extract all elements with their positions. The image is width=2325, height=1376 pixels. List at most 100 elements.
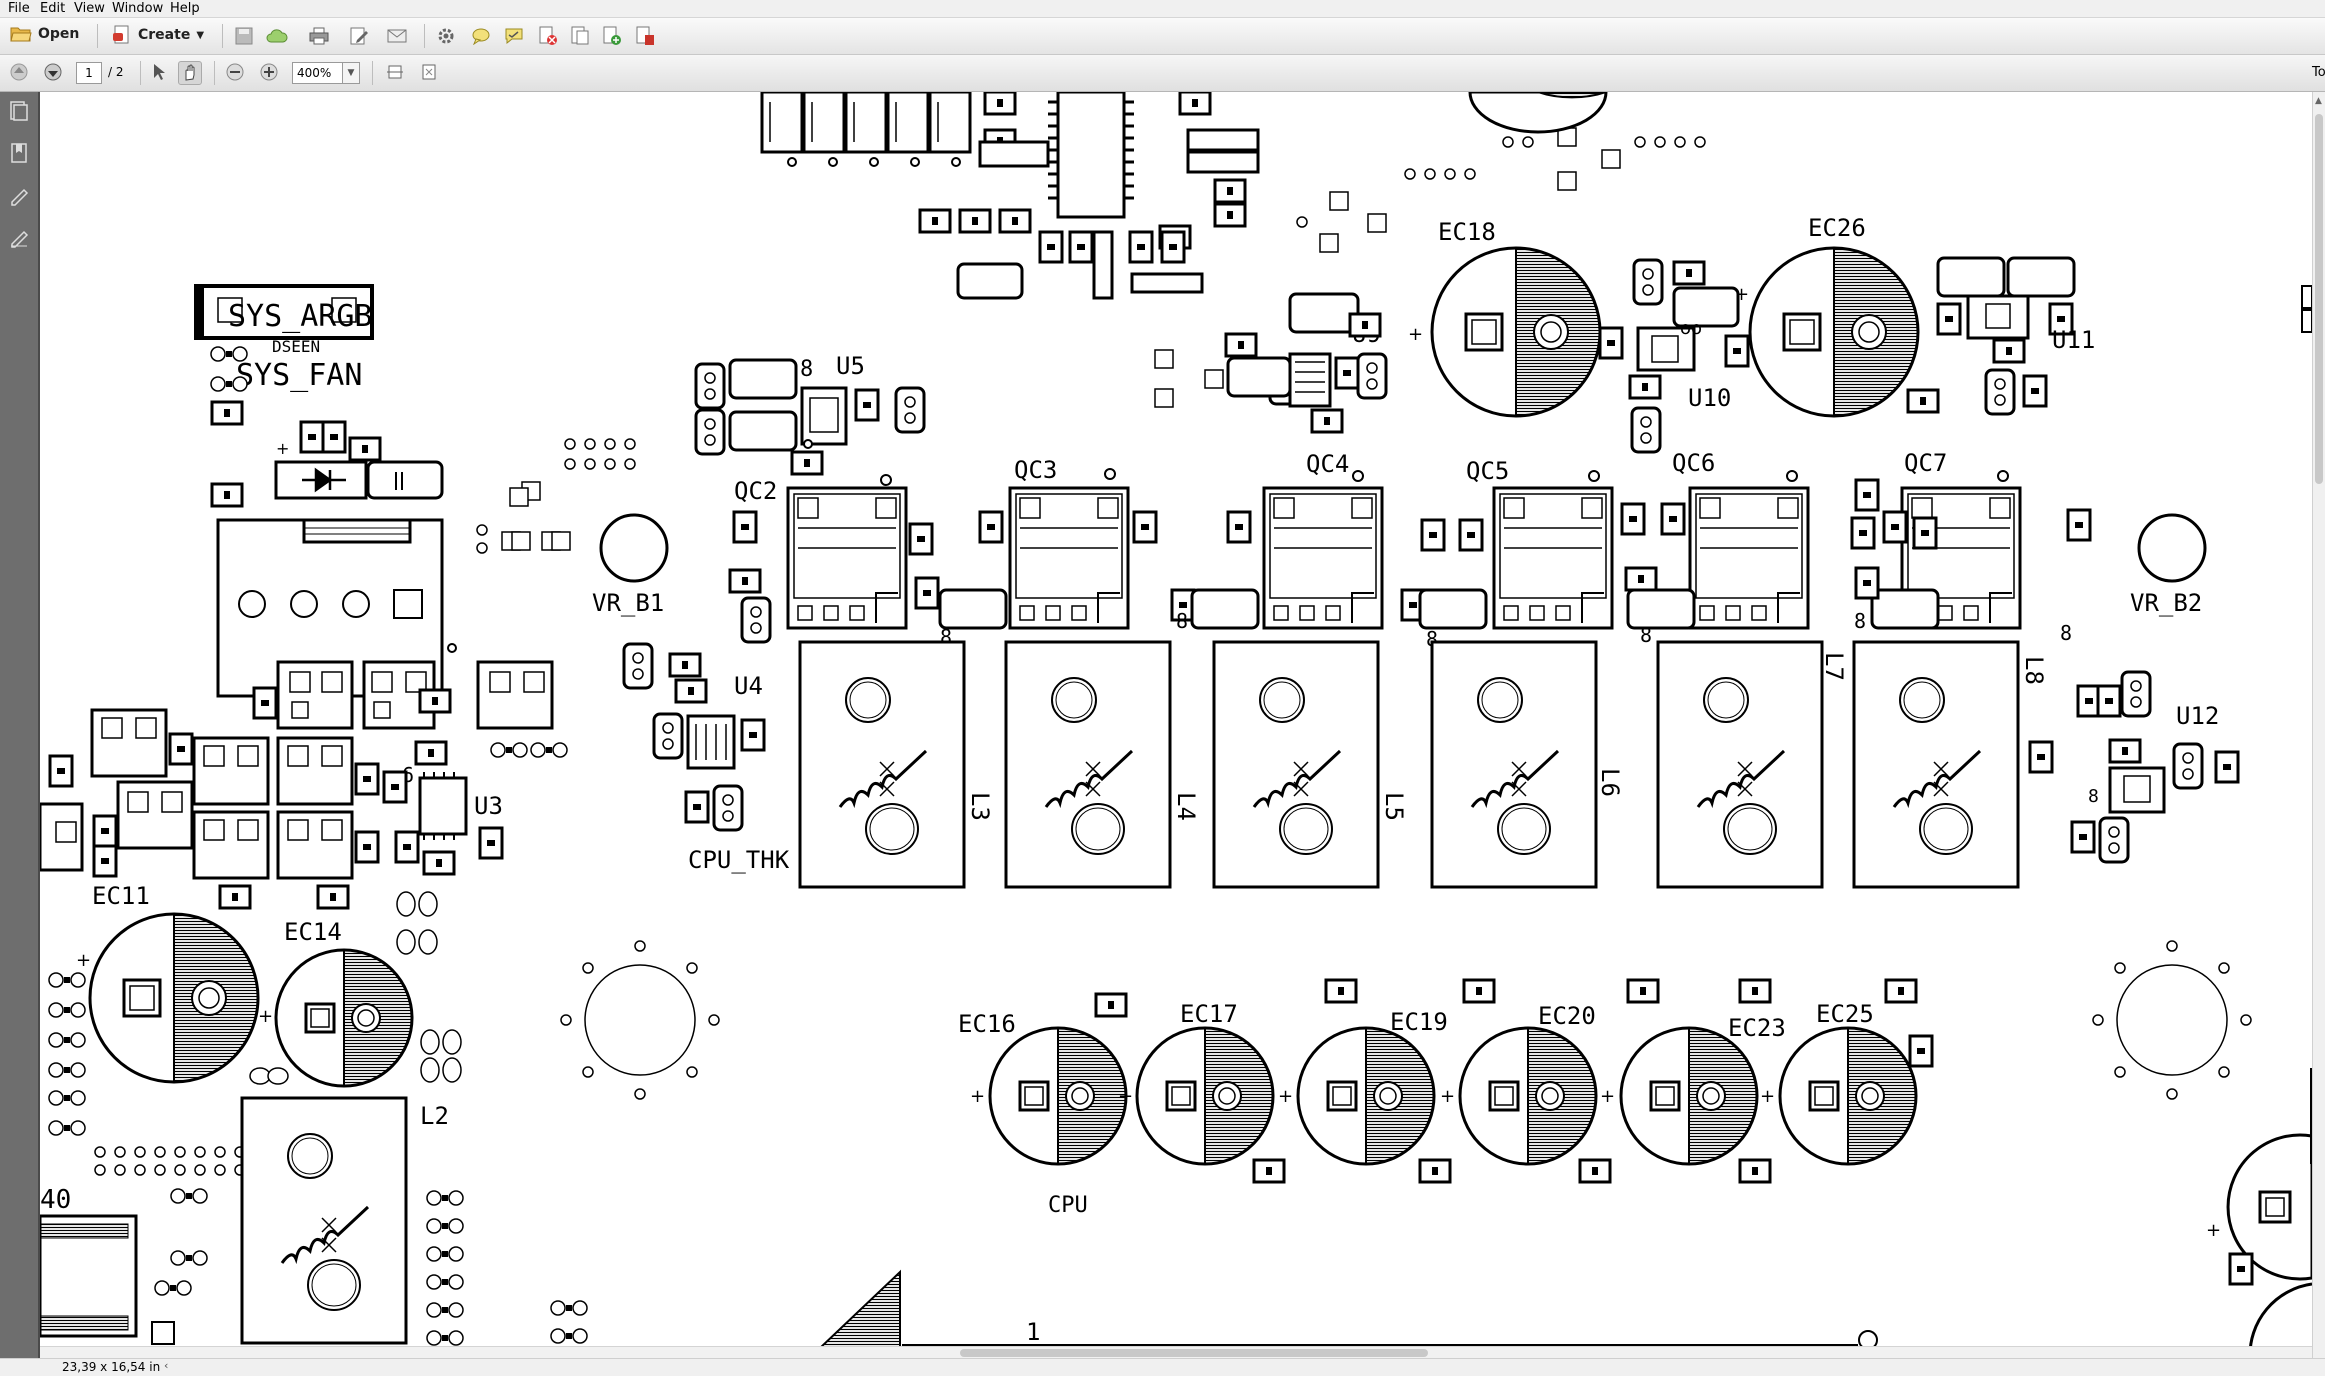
fit-width-icon[interactable] xyxy=(384,61,406,83)
label-num-8: 8 xyxy=(2088,786,2099,807)
bookmark-icon[interactable] xyxy=(7,142,31,168)
chevron-down-icon: ▼ xyxy=(196,29,205,41)
inductor-l4 xyxy=(1004,640,1172,889)
capacitor-ec20 xyxy=(1458,1026,1598,1166)
cloud-upload-icon[interactable] xyxy=(266,25,288,47)
label-ec16: EC16 xyxy=(958,1010,1016,1038)
next-page-icon[interactable] xyxy=(42,61,64,83)
mosfet-qc3 xyxy=(1008,486,1130,630)
label-l8: L8 xyxy=(2020,656,2048,685)
print-icon[interactable] xyxy=(308,25,330,47)
svg-text:+: + xyxy=(1118,1086,1133,1107)
label-u11: U11 xyxy=(2052,326,2095,354)
label-num-8: 8 xyxy=(1176,609,1188,633)
save-icon[interactable] xyxy=(233,25,255,47)
mounting-hole-left xyxy=(560,940,720,1100)
signature-panel-icon[interactable] xyxy=(7,184,31,210)
svg-text:+: + xyxy=(1278,1086,1293,1107)
vertical-scrollbar[interactable]: ▲ xyxy=(2312,92,2325,1358)
compare-icon[interactable] xyxy=(569,25,591,47)
page-number-input[interactable]: 1 xyxy=(76,62,102,84)
open-button-label: Open xyxy=(38,26,80,42)
svg-text:+: + xyxy=(970,1086,985,1107)
zoom-dropdown-chevron-icon[interactable]: ▼ xyxy=(342,62,360,84)
vertical-scrollbar-thumb[interactable] xyxy=(2315,114,2323,484)
capacitor-ec11 xyxy=(88,912,260,1084)
inductor-l7 xyxy=(1656,640,1824,889)
delete-page-icon[interactable] xyxy=(634,25,656,47)
comment-icon[interactable] xyxy=(470,25,492,47)
toolbar-separator xyxy=(372,61,373,85)
label-ec20: EC20 xyxy=(1538,1002,1596,1030)
label-u4: U4 xyxy=(734,672,763,700)
menu-edit[interactable]: Edit xyxy=(40,1,66,16)
label-qc7: QC7 xyxy=(1904,449,1947,477)
select-arrow-icon[interactable] xyxy=(148,61,170,83)
menu-file[interactable]: File xyxy=(8,1,30,16)
capacitor-ec16 xyxy=(988,1026,1128,1166)
label-num-8: 8 xyxy=(2060,621,2072,645)
label-u5: U5 xyxy=(836,352,865,380)
top-resistor-array xyxy=(760,92,972,154)
vr-b2-hole xyxy=(2137,513,2207,583)
svg-text:+: + xyxy=(258,1006,273,1027)
page-size-label: 23,39 x 16,54 in xyxy=(62,1360,161,1374)
label-l4: L4 xyxy=(1172,792,1200,821)
horizontal-scrollbar-thumb[interactable] xyxy=(960,1349,1428,1357)
label-ec26: EC26 xyxy=(1808,214,1866,242)
mosfet-qc5 xyxy=(1492,486,1614,630)
scroll-left-arrow-icon[interactable]: ‹ xyxy=(164,1359,169,1372)
svg-text:+: + xyxy=(2206,1220,2221,1241)
label-l7: L7 xyxy=(1820,652,1848,681)
svg-text:+: + xyxy=(1408,324,1423,345)
label-qc5: QC5 xyxy=(1466,457,1509,485)
open-button[interactable]: Open xyxy=(10,25,79,43)
previous-page-icon[interactable] xyxy=(8,61,30,83)
horizontal-scrollbar[interactable] xyxy=(40,1346,2312,1358)
page-thumbnails-icon[interactable] xyxy=(7,100,31,126)
label-pin-1: 1 xyxy=(1026,1318,1040,1346)
label-ec18: EC18 xyxy=(1438,218,1496,246)
tools-link[interactable]: To xyxy=(2312,65,2325,80)
label-u12: U12 xyxy=(2176,702,2219,730)
label-num-8: 8 xyxy=(1640,623,1652,647)
redact-icon[interactable] xyxy=(537,25,559,47)
email-icon[interactable] xyxy=(386,25,408,47)
label-ec19: EC19 xyxy=(1390,1008,1448,1036)
scroll-up-arrow-icon[interactable]: ▲ xyxy=(2315,96,2322,106)
label-u10: U10 xyxy=(1688,384,1731,412)
label-sys-argb: SYS_ARGB xyxy=(228,299,373,334)
toolbar-separator xyxy=(214,61,215,85)
sign-icon[interactable] xyxy=(503,25,525,47)
label-ec14: EC14 xyxy=(284,918,342,946)
navigation-pane xyxy=(0,92,40,1358)
menu-window[interactable]: Window xyxy=(112,1,164,16)
hand-tool-icon[interactable] xyxy=(178,61,202,85)
capacitor-ec17 xyxy=(1135,1026,1275,1166)
edit-document-icon[interactable] xyxy=(348,25,370,47)
create-button-label: Create xyxy=(138,27,191,43)
menu-help[interactable]: Help xyxy=(170,1,200,16)
label-vr-b2: VR_B2 xyxy=(2130,589,2202,617)
document-view[interactable]: SYS_ARGB DSEEN SYS_FAN + VR_B1 VR_B2 8 U… xyxy=(40,92,2312,1358)
gear-icon[interactable] xyxy=(435,25,457,47)
capacitor-ec25 xyxy=(1778,1026,1918,1166)
label-l2: L2 xyxy=(420,1102,449,1130)
attachment-icon[interactable] xyxy=(7,226,31,252)
svg-text:+: + xyxy=(1760,1086,1775,1107)
add-page-icon[interactable] xyxy=(601,25,623,47)
label-l5: L5 xyxy=(1380,792,1408,821)
create-button[interactable]: Create ▼ xyxy=(112,25,204,45)
label-qc4: QC4 xyxy=(1306,450,1349,478)
main-toolbar: Open Create ▼ xyxy=(0,18,2325,55)
zoom-level-input[interactable]: 400% xyxy=(292,62,344,84)
mosfet-qc2 xyxy=(786,486,908,630)
zoom-in-icon[interactable] xyxy=(258,61,280,83)
zoom-out-icon[interactable] xyxy=(224,61,246,83)
menu-view[interactable]: View xyxy=(74,1,105,16)
fit-page-icon[interactable] xyxy=(418,61,440,83)
label-vr-b1: VR_B1 xyxy=(592,589,664,617)
toolbar-separator xyxy=(424,24,425,48)
mounting-hole-right xyxy=(2092,940,2252,1100)
toolbar-separator xyxy=(140,61,141,85)
